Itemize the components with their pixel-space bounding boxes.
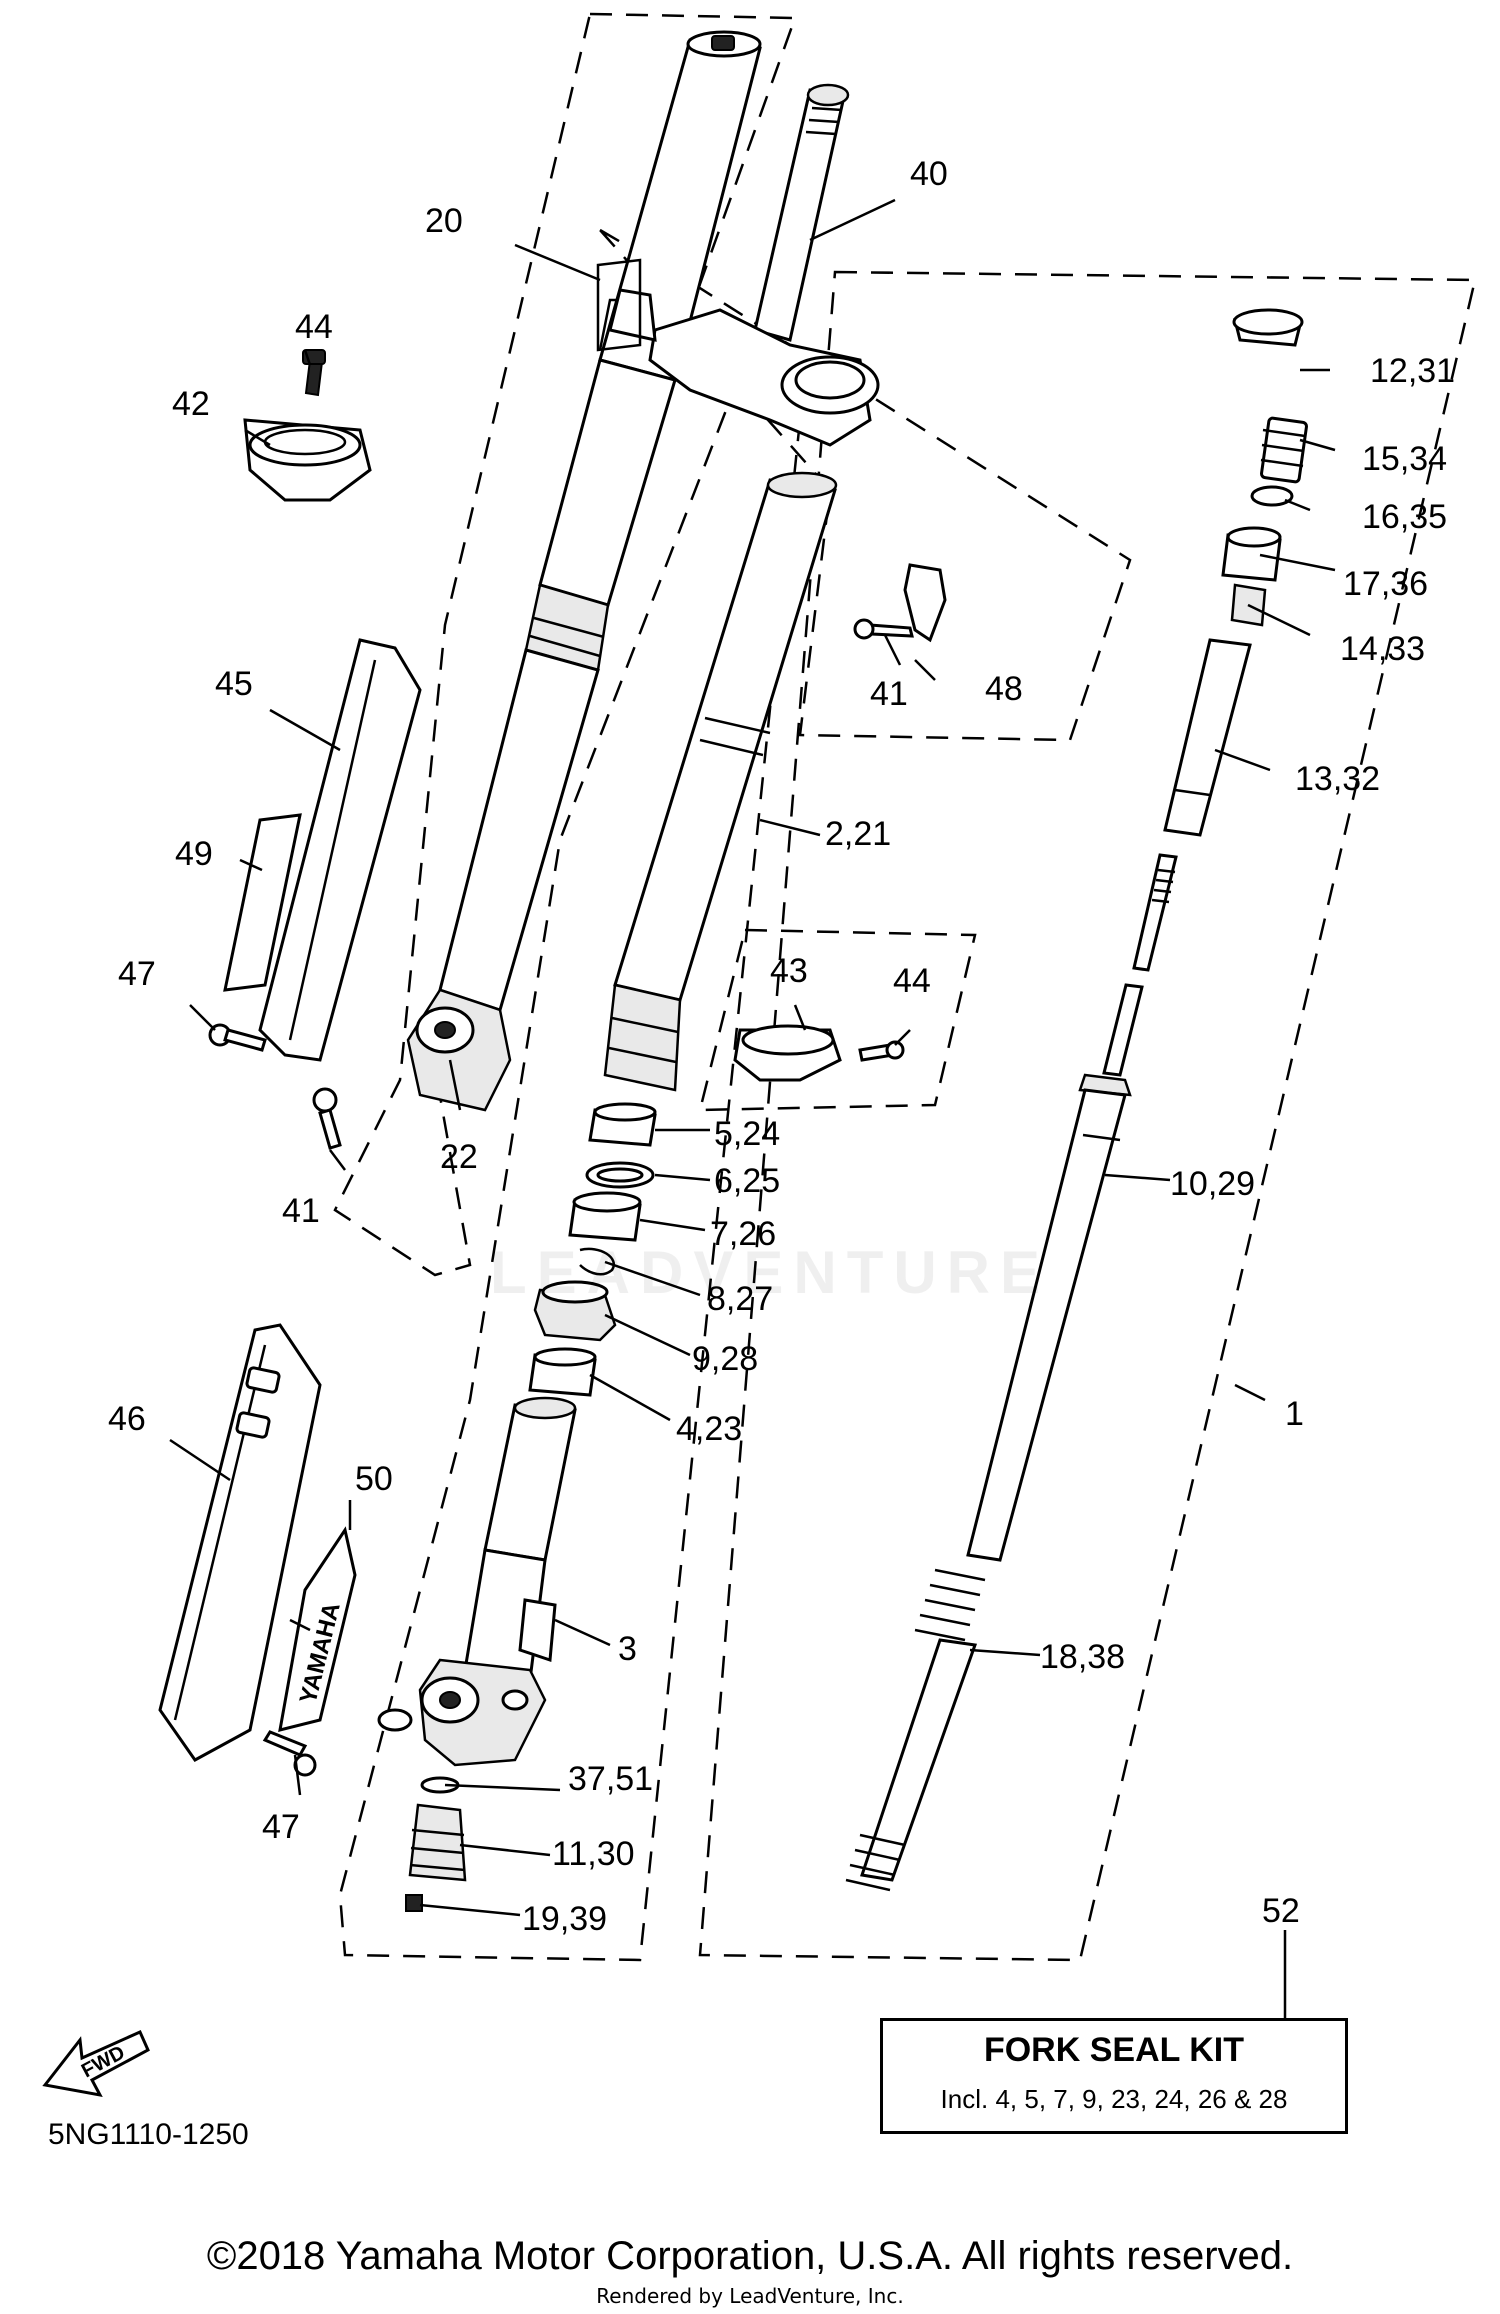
callout-19-39: 19,39 bbox=[522, 1900, 607, 1938]
diagram-code: 5NG1110-1250 bbox=[48, 2118, 249, 2151]
callout-2-21: 2,21 bbox=[825, 815, 891, 853]
outer-fork-tube bbox=[406, 30, 762, 1112]
hardware bbox=[208, 349, 947, 1777]
callout-44-upper: 44 bbox=[295, 308, 333, 346]
callout-48: 48 bbox=[985, 670, 1023, 708]
callout-52: 52 bbox=[1262, 1892, 1300, 1930]
callout-1: 1 bbox=[1285, 1395, 1304, 1433]
rendered-by-notice: Rendered by LeadVenture, Inc. bbox=[596, 2284, 904, 2308]
leader-lines bbox=[169, 198, 1336, 2018]
lower-fork-body bbox=[377, 1396, 577, 1767]
callout-46: 46 bbox=[108, 1400, 146, 1438]
clamp-43-group-outline bbox=[698, 928, 977, 1112]
forward-arrow: FWD bbox=[42, 2030, 150, 2098]
callout-16-35: 16,35 bbox=[1362, 498, 1447, 536]
callout-49: 49 bbox=[175, 835, 213, 873]
callout-5-24: 5,24 bbox=[714, 1115, 780, 1153]
callout-50: 50 bbox=[355, 1460, 393, 1498]
callout-18-38: 18,38 bbox=[1040, 1638, 1125, 1676]
copyright-notice: ©2018 Yamaha Motor Corporation, U.S.A. A… bbox=[206, 2234, 1294, 2278]
callout-44-lower: 44 bbox=[893, 962, 931, 1000]
watermark: LEADVENTURE bbox=[490, 1239, 1051, 1306]
callout-47-lower: 47 bbox=[262, 1808, 300, 1846]
callout-37-51: 37,51 bbox=[568, 1760, 653, 1798]
callout-43: 43 bbox=[770, 952, 808, 990]
callout-4-23: 4,23 bbox=[676, 1410, 742, 1448]
callout-40: 40 bbox=[910, 155, 948, 193]
callout-10-29: 10,29 bbox=[1170, 1165, 1255, 1203]
callouts: 1 2,21 3 4,23 5,24 6,25 7,26 8,27 9,28 1… bbox=[108, 155, 1455, 1938]
kit-description: Incl. 4, 5, 7, 9, 23, 24, 26 & 28 bbox=[940, 2084, 1288, 2114]
callout-3: 3 bbox=[618, 1630, 637, 1668]
callout-8-27: 8,27 bbox=[707, 1280, 773, 1318]
callout-6-25: 6,25 bbox=[714, 1162, 780, 1200]
kit-title: FORK SEAL KIT bbox=[983, 2031, 1245, 2069]
callout-9-28: 9,28 bbox=[692, 1340, 758, 1378]
callout-41-lower: 41 bbox=[282, 1192, 320, 1230]
seal-stack bbox=[528, 1102, 657, 1397]
callout-15-34: 15,34 bbox=[1362, 440, 1447, 478]
fork-guards: YAMAHA bbox=[158, 638, 422, 1762]
callout-17-36: 17,36 bbox=[1343, 565, 1428, 603]
callout-7-26: 7,26 bbox=[710, 1215, 776, 1253]
callout-20: 20 bbox=[425, 202, 463, 240]
fork-seal-kit-box: FORK SEAL KIT Incl. 4, 5, 7, 9, 23, 24, … bbox=[880, 2018, 1348, 2134]
steering-stem bbox=[753, 83, 850, 342]
callout-47-upper: 47 bbox=[118, 955, 156, 993]
lower-bracket bbox=[596, 258, 880, 447]
callout-42: 42 bbox=[172, 385, 210, 423]
callout-12-31: 12,31 bbox=[1370, 352, 1455, 390]
base-valve bbox=[405, 1776, 467, 1912]
callout-14-33: 14,33 bbox=[1340, 630, 1425, 668]
outer-tube-group-outline bbox=[333, 12, 797, 1277]
callout-11-30: 11,30 bbox=[552, 1835, 635, 1873]
inner-fork-tube bbox=[603, 471, 838, 1092]
callout-41-upper: 41 bbox=[870, 675, 908, 713]
callout-13-32: 13,32 bbox=[1295, 760, 1380, 798]
damper-cartridge bbox=[845, 308, 1308, 1892]
callout-45: 45 bbox=[215, 665, 253, 703]
callout-22: 22 bbox=[440, 1138, 478, 1176]
